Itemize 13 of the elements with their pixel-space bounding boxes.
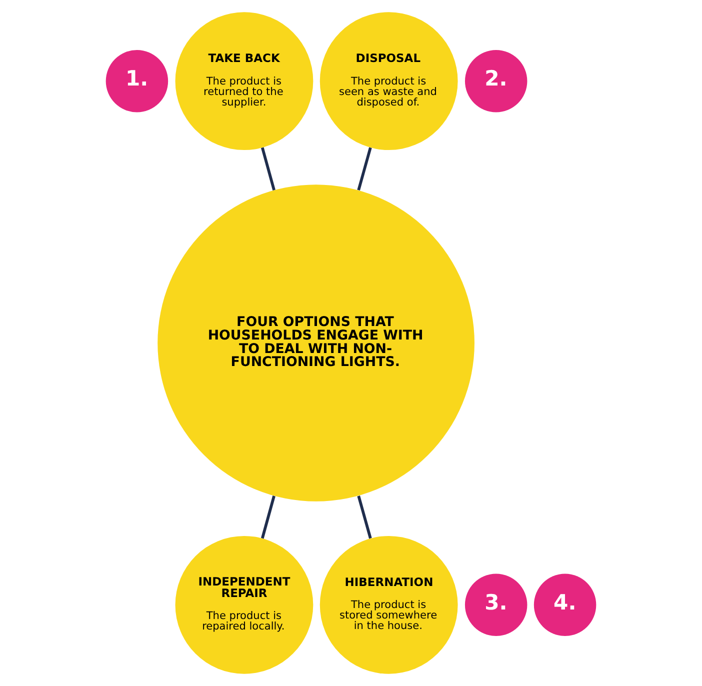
node-circle: 2.	[464, 50, 528, 112]
connector	[260, 496, 276, 539]
connector	[260, 147, 276, 191]
node-circle: DISPOSAL The product is seen as waste and disposed of.	[320, 12, 458, 150]
node-circle: 1.	[106, 50, 168, 112]
node-circle: 3.	[464, 574, 528, 636]
node-circle: INDEPENDENT REPAIR The product is repaired locally.	[175, 536, 314, 674]
connector	[357, 496, 372, 539]
node-circle: FOUR OPTIONS THAT HOUSEHOLDS ENGAGE WITH TO DEAL WITH NON-FUNCTIONING LIGHTS.	[158, 184, 474, 502]
node-circle: HIBERNATION The product is stored somewhere in the house.	[320, 536, 458, 674]
node-circle: TAKE BACK The product is returned to the supplier.	[175, 12, 314, 150]
connector	[357, 147, 372, 191]
node-circle: 4.	[534, 574, 596, 636]
